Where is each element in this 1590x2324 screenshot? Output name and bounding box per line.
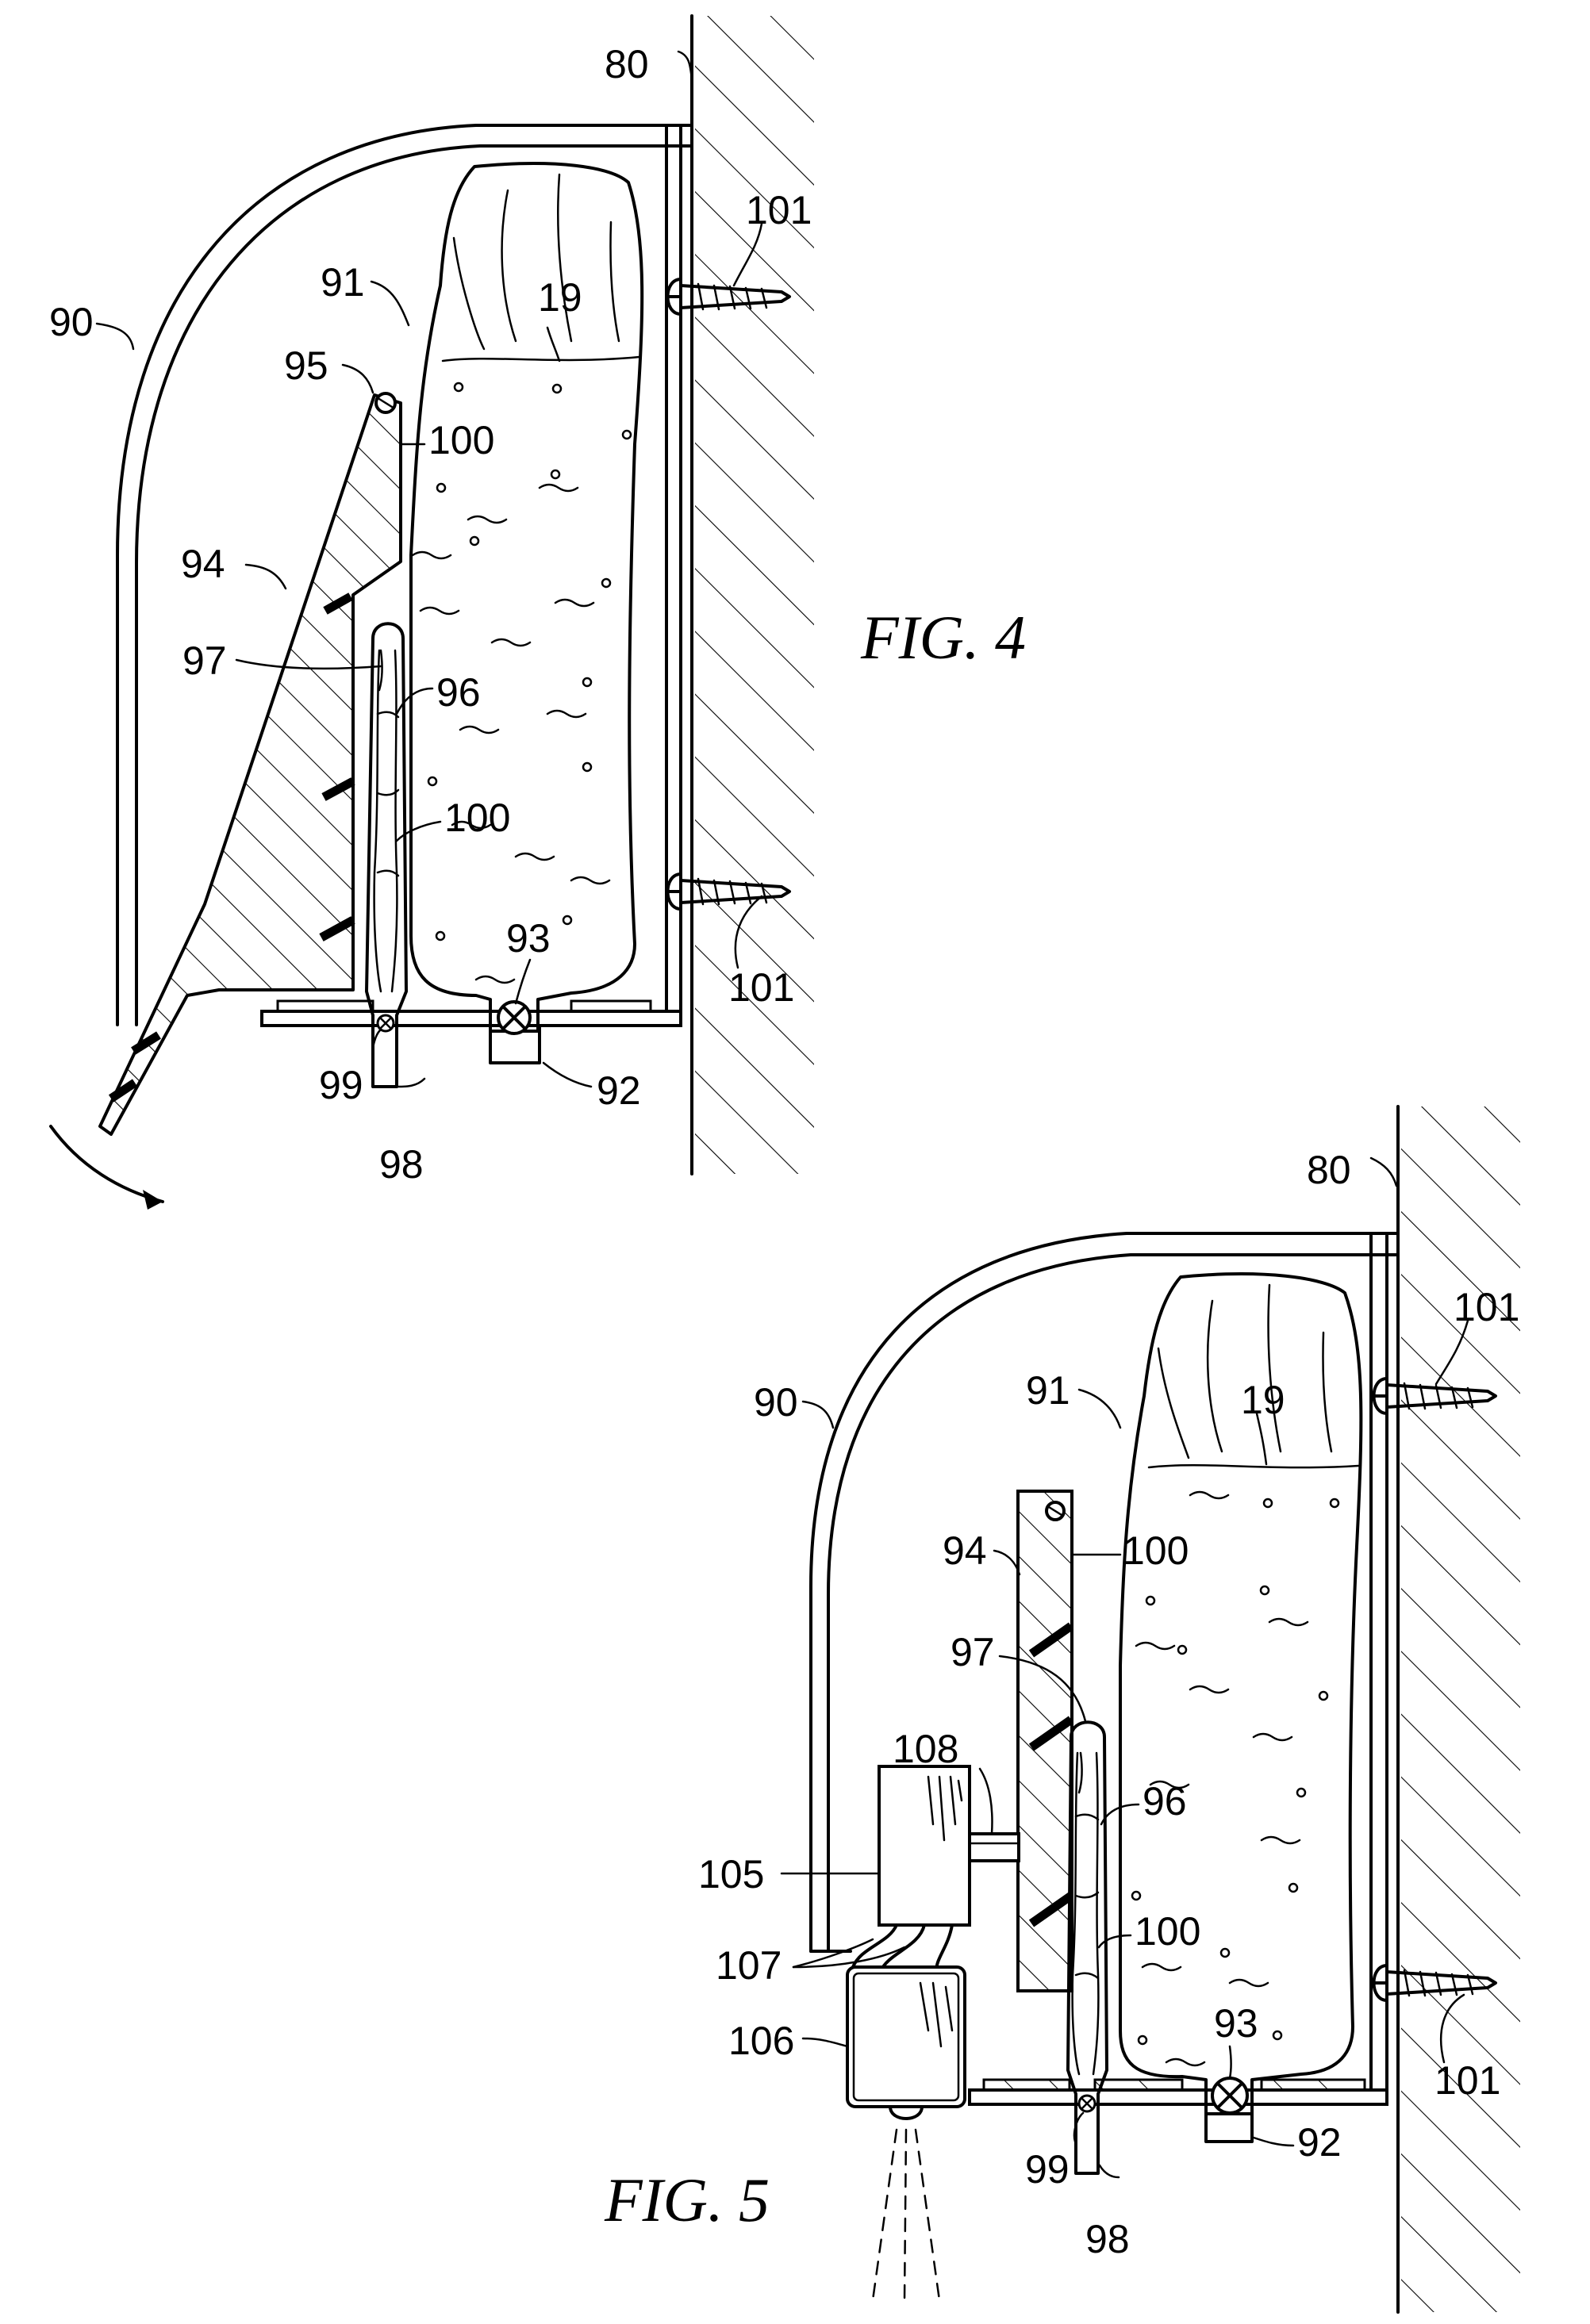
fig4-valve (498, 1002, 530, 1034)
fig5-label-93: 93 (1214, 2001, 1258, 2046)
fig4-label-98: 98 (379, 1142, 424, 1187)
fig5-motor (879, 1766, 970, 1925)
fig4-label-90: 90 (49, 300, 94, 344)
fig4-label-19: 19 (538, 275, 582, 320)
fig4-label-100-top: 100 (428, 418, 494, 462)
fig5-label-91: 91 (1026, 1368, 1070, 1413)
fig4-pump-chamber (367, 623, 406, 1087)
fig5-back-plate (1371, 1236, 1387, 2103)
fig4-label-93: 93 (506, 916, 551, 961)
fig4-label-80: 80 (605, 42, 649, 86)
fig4-bottom-plate (262, 1001, 681, 1026)
fig4-label-101: 101 (746, 188, 812, 232)
fig4-label-100-mid: 100 (444, 796, 510, 840)
fig5-label-99: 99 (1025, 2147, 1070, 2192)
fig4-label-96: 96 (436, 670, 481, 715)
fig4-caption: FIG. 4 (860, 603, 1026, 672)
fig4-label-92: 92 (597, 1068, 641, 1113)
fig5-lever (1018, 1491, 1072, 1991)
fig5-label-98: 98 (1085, 2217, 1130, 2261)
fig5-label-101-lower: 101 (1434, 2058, 1500, 2103)
fig4-label-94: 94 (181, 542, 225, 586)
fig5-label-100-top: 100 (1123, 1528, 1189, 1573)
fig5-caption: FIG. 5 (604, 2165, 770, 2234)
fig5-label-108: 108 (893, 1727, 958, 1771)
fig5-label-106: 106 (728, 2019, 794, 2063)
fig5-label-107: 107 (716, 1943, 782, 1988)
fig5-actuator-rod (970, 1834, 1019, 1861)
fig5-drawing: 80 101 91 19 90 94 100 97 108 96 105 100… (604, 1106, 1520, 2312)
fig5-valve (1212, 2078, 1247, 2113)
fig4-label-97: 97 (182, 639, 227, 683)
fig5-label-19: 19 (1241, 1378, 1285, 1422)
fig4-label-91: 91 (321, 260, 365, 305)
fig5-label-92: 92 (1297, 2120, 1342, 2165)
fig5-label-105: 105 (698, 1852, 764, 1896)
fig5-label-90: 90 (754, 1380, 798, 1425)
fig5-sensor (847, 1967, 965, 2300)
fig5-bottom-plate (970, 2080, 1387, 2104)
fig4-label-101-lower: 101 (728, 965, 794, 1010)
fig5-label-94: 94 (943, 1528, 987, 1573)
fig4-label-95: 95 (284, 343, 328, 388)
fig5-label-80: 80 (1307, 1148, 1351, 1192)
fig5-label-100-mid: 100 (1135, 1909, 1200, 1954)
fig5-label-96: 96 (1143, 1779, 1187, 1824)
fig4-label-99: 99 (319, 1063, 363, 1107)
fig5-label-101: 101 (1454, 1285, 1519, 1329)
fig5-label-97: 97 (951, 1630, 995, 1674)
fig4-fluid-bag (411, 163, 642, 1031)
